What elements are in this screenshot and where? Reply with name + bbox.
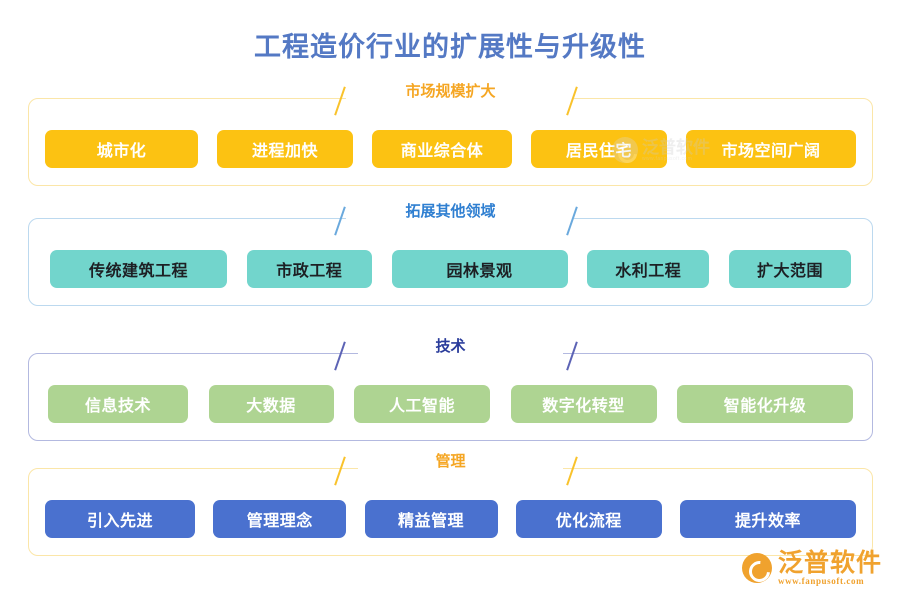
tag-item[interactable]: 人工智能 bbox=[354, 385, 490, 423]
tag-item[interactable]: 智能化升级 bbox=[677, 385, 853, 423]
tag-item[interactable]: 管理理念 bbox=[213, 500, 347, 538]
tag-item[interactable]: 大数据 bbox=[208, 385, 334, 423]
tag-row-expand-other-fields: 传统建筑工程 市政工程 园林景观 水利工程 扩大范围 bbox=[28, 250, 873, 288]
header-notch bbox=[358, 468, 563, 472]
tag-item[interactable]: 优化流程 bbox=[515, 500, 662, 538]
tag-row-technology: 信息技术 大数据 人工智能 数字化转型 智能化升级 bbox=[28, 385, 873, 423]
logo-url: www.fanpusoft.com bbox=[777, 576, 865, 586]
tag-item[interactable]: 信息技术 bbox=[48, 385, 188, 423]
tag-row-management: 引入先进 管理理念 精益管理 优化流程 提升效率 bbox=[28, 500, 873, 538]
tag-item[interactable]: 城市化 bbox=[45, 130, 198, 168]
section-technology: 技术 信息技术 大数据 人工智能 数字化转型 智能化升级 bbox=[28, 337, 873, 441]
tag-item[interactable]: 商业综合体 bbox=[372, 130, 512, 168]
section-market-scale: 市场规模扩大 城市化 进程加快 商业综合体 居民住宅 市场空间广阔 bbox=[28, 82, 873, 186]
tag-item[interactable]: 数字化转型 bbox=[510, 385, 657, 423]
header-notch bbox=[346, 98, 574, 102]
tag-item[interactable]: 居民住宅 bbox=[531, 130, 667, 168]
tag-item[interactable]: 提升效率 bbox=[680, 500, 856, 538]
section-expand-other-fields: 拓展其他领域 传统建筑工程 市政工程 园林景观 水利工程 扩大范围 bbox=[28, 202, 873, 306]
tag-item[interactable]: 引入先进 bbox=[45, 500, 195, 538]
tag-item[interactable]: 传统建筑工程 bbox=[50, 250, 227, 288]
section-header-management: 管理 bbox=[435, 453, 466, 470]
tag-item[interactable]: 园林景观 bbox=[391, 250, 568, 288]
tag-row-market-scale: 城市化 进程加快 商业综合体 居民住宅 市场空间广阔 bbox=[28, 130, 873, 168]
logo-name: 泛普软件 bbox=[777, 549, 882, 577]
brand-logo: 泛普软件 www.fanpusoft.com bbox=[741, 549, 882, 586]
tag-item[interactable]: 市政工程 bbox=[246, 250, 372, 288]
section-header-expand-other-fields: 拓展其他领域 bbox=[405, 203, 496, 220]
header-notch bbox=[358, 353, 563, 357]
page-title: 工程造价行业的扩展性与升级性 bbox=[254, 32, 646, 62]
tag-item[interactable]: 市场空间广阔 bbox=[686, 130, 856, 168]
tag-item[interactable]: 精益管理 bbox=[364, 500, 498, 538]
section-header-technology: 技术 bbox=[435, 338, 466, 355]
header-notch bbox=[346, 218, 574, 222]
tag-item[interactable]: 水利工程 bbox=[587, 250, 710, 288]
logo-swoosh-icon bbox=[741, 553, 772, 583]
section-header-market-scale: 市场规模扩大 bbox=[405, 83, 496, 100]
tag-item[interactable]: 扩大范围 bbox=[729, 250, 851, 288]
section-management: 管理 引入先进 管理理念 精益管理 优化流程 提升效率 bbox=[28, 452, 873, 556]
tag-item[interactable]: 进程加快 bbox=[217, 130, 353, 168]
